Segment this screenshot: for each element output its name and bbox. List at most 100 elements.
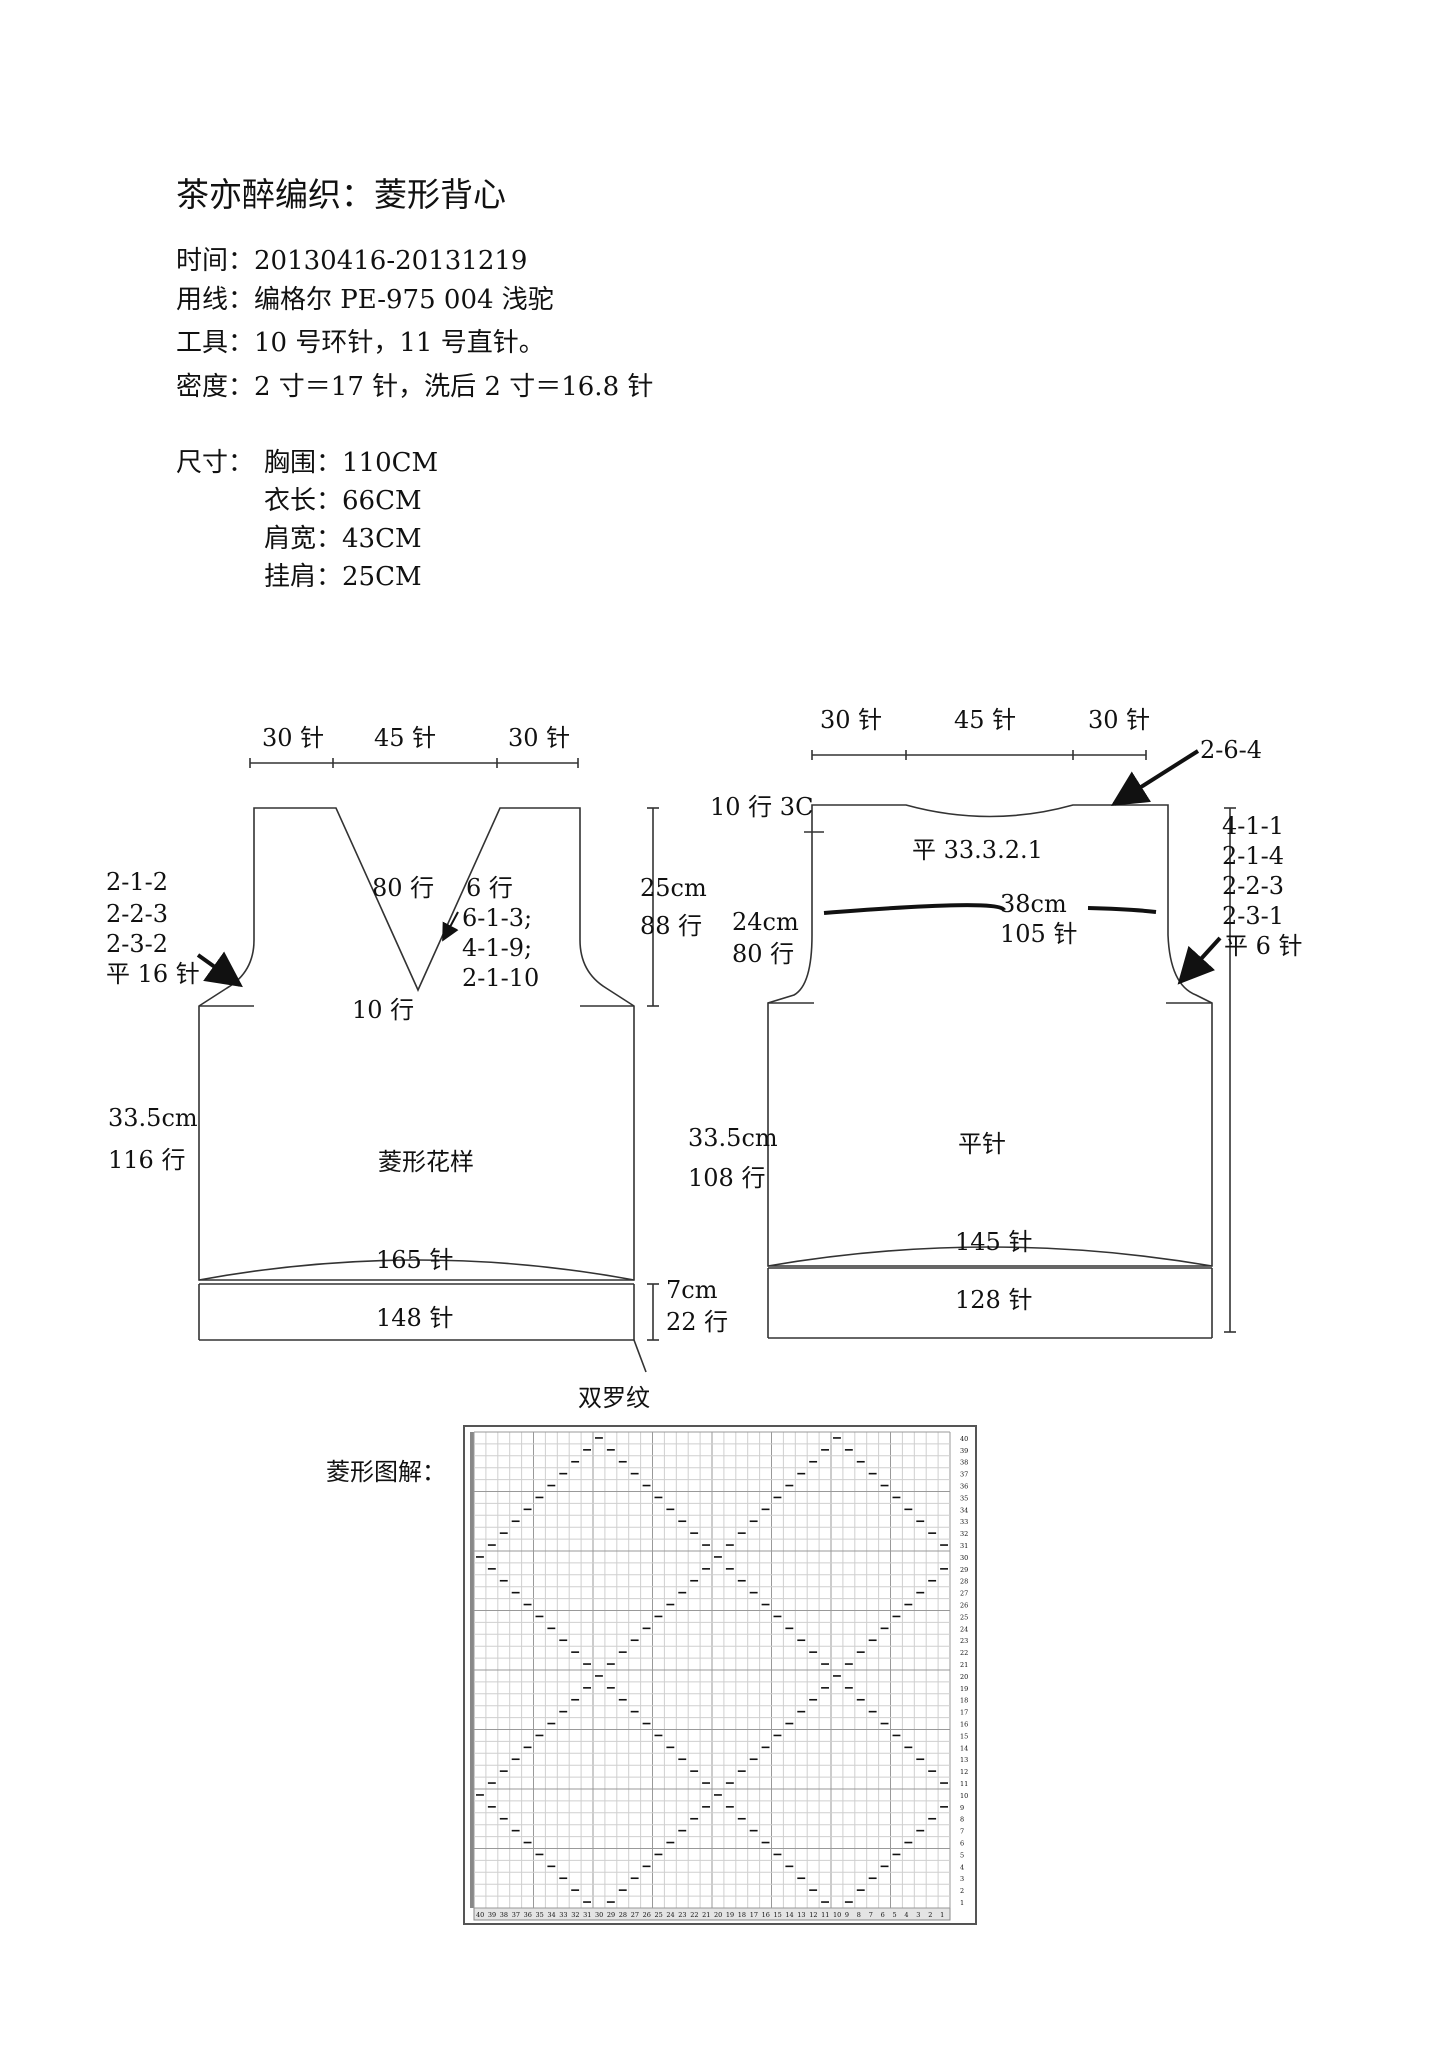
size-chest: 胸围：110CM: [264, 448, 439, 478]
front-neck-decrease-2: 6-1-3;: [462, 904, 532, 932]
back-width-line-right: [1087, 906, 1157, 914]
chart-row-label: 32: [960, 1530, 968, 1538]
chart-row-label: 22: [960, 1649, 968, 1657]
chart-column-label: 1: [940, 1911, 944, 1919]
chart-column-label: 15: [774, 1911, 782, 1919]
chart-row-label: 28: [960, 1578, 968, 1586]
size-length: 衣长：66CM: [264, 486, 422, 516]
front-top-stitch-right: 30 针: [508, 724, 570, 752]
chart-column-label: 27: [631, 1911, 639, 1919]
chart-row-label: 14: [960, 1744, 968, 1752]
back-width-line-left: [823, 903, 1006, 915]
chart-column-label: 19: [726, 1911, 734, 1919]
chart-column-label: 20: [714, 1911, 722, 1919]
back-armhole-height-rows: 80 行: [732, 940, 794, 968]
chart-column-label: 37: [512, 1911, 520, 1919]
chart-column-label: 29: [607, 1911, 615, 1919]
front-outline: [198, 807, 635, 1281]
chart-column-label: 38: [500, 1911, 508, 1919]
chart-column-label: 14: [785, 1911, 793, 1919]
front-top-stitch-center: 45 针: [374, 724, 436, 752]
chart-column-label: 22: [690, 1911, 698, 1919]
front-body-height-cm: 33.5cm: [108, 1104, 198, 1132]
info-tools: 工具：10 号环针，11 号直针。: [176, 328, 545, 358]
chart-row-label: 37: [960, 1471, 968, 1479]
back-top-stitch-center: 45 针: [954, 706, 1016, 734]
chart-left-bar: [470, 1432, 474, 1908]
chart-row-label: 19: [960, 1685, 968, 1693]
chart-row-label: 26: [960, 1602, 968, 1610]
chart-row-label: 33: [960, 1518, 968, 1526]
chart-row-label: 7: [960, 1828, 964, 1836]
chart-row-label: 15: [960, 1732, 968, 1740]
page-title: 茶亦醉编织：菱形背心: [176, 175, 506, 214]
back-neck-arrow: [1110, 749, 1200, 806]
chart-row-label: 25: [960, 1613, 968, 1621]
front-rib-height-rows: 22 行: [666, 1308, 728, 1336]
front-armhole-decrease-1: 2-1-2: [106, 868, 168, 896]
chart-column-label: 21: [702, 1911, 710, 1919]
chart-column-label: 17: [750, 1911, 758, 1919]
back-armhole-decrease-2: 2-1-4: [1222, 842, 1284, 870]
chart-row-label: 35: [960, 1494, 968, 1502]
back-width-stitches: 105 针: [1000, 920, 1077, 948]
back-top-stitch-left: 30 针: [820, 706, 882, 734]
chart-column-label: 26: [643, 1911, 651, 1919]
front-armhole-arrow: [196, 951, 243, 988]
chart-label: 菱形图解：: [326, 1458, 446, 1486]
front-rib-stitches: 148 针: [376, 1304, 453, 1332]
front-body-height-rows: 116 行: [108, 1146, 185, 1174]
chart-column-label: 36: [524, 1911, 532, 1919]
chart-frame: [463, 1425, 977, 1925]
back-piece: [767, 750, 1236, 1339]
back-hem-curve: [767, 1246, 1213, 1267]
back-shoulder-rows: 10 行 3C: [710, 793, 813, 821]
chart-column-label: 32: [571, 1911, 579, 1919]
info-yarn: 用线：编格尔 PE-975 004 浅驼: [176, 285, 554, 315]
chart-column-label: 3: [916, 1911, 920, 1919]
front-top-stitch-left: 30 针: [262, 724, 324, 752]
chart-row-label: 12: [960, 1768, 968, 1776]
front-armhole-decrease-3: 2-3-2: [106, 930, 168, 958]
info-gauge: 密度：2 寸＝17 针，洗后 2 寸＝16.8 针: [176, 372, 654, 402]
front-neck-decrease-1: 6 行: [466, 874, 513, 902]
chart-row-label: 8: [960, 1816, 964, 1824]
chart-column-label: 18: [738, 1911, 746, 1919]
chart-column-label: 28: [619, 1911, 627, 1919]
back-armhole-decrease-5: 平 6 针: [1224, 932, 1303, 960]
chart-column-label: 34: [547, 1911, 555, 1919]
back-body-height-cm: 33.5cm: [688, 1124, 778, 1152]
back-outline: [767, 804, 1213, 1267]
chart-column-label: 2: [928, 1911, 932, 1919]
front-neck-arrow: [442, 911, 459, 942]
back-neck-flat: 平 33.3.2.1: [912, 836, 1043, 864]
chart-row-label: 31: [960, 1542, 968, 1550]
chart-row-label: 36: [960, 1483, 968, 1491]
chart-column-label: 12: [809, 1911, 817, 1919]
back-body-height-rows: 108 行: [688, 1164, 765, 1192]
chart-row-label: 5: [960, 1851, 964, 1859]
diamond-chart: 1234567891011121314151617181920212223242…: [463, 1425, 977, 1925]
size-shoulder: 肩宽：43CM: [264, 524, 422, 554]
chart-column-label: 40: [476, 1911, 484, 1919]
back-neck-shaping: 2-6-4: [1200, 736, 1262, 764]
chart-column-label: 16: [762, 1911, 770, 1919]
chart-column-label: 23: [678, 1911, 686, 1919]
front-armhole-height-rows: 88 行: [640, 912, 702, 940]
chart-row-label: 21: [960, 1661, 968, 1669]
chart-column-label: 13: [797, 1911, 805, 1919]
chart-row-label: 20: [960, 1673, 968, 1681]
chart-column-label: 33: [559, 1911, 567, 1919]
chart-row-label: 16: [960, 1721, 968, 1729]
front-pattern-name: 菱形花样: [378, 1148, 474, 1176]
chart-row-label: 38: [960, 1459, 968, 1467]
chart-row-label: 29: [960, 1566, 968, 1574]
chart-column-label: 31: [583, 1911, 591, 1919]
chart-row-label: 24: [960, 1625, 968, 1633]
chart-column-label: 4: [904, 1911, 908, 1919]
chart-row-label: 39: [960, 1447, 968, 1455]
front-hem-curve: [198, 1259, 635, 1281]
chart-row-label: 30: [960, 1554, 968, 1562]
back-armhole-decrease-4: 2-3-1: [1222, 902, 1284, 930]
